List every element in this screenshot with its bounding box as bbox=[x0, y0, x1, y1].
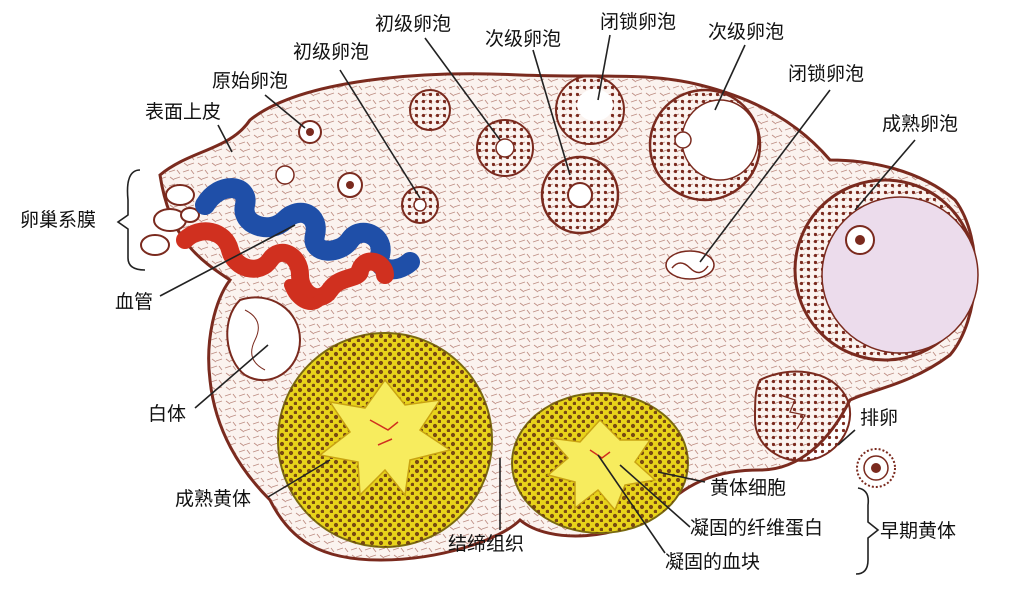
label-primordial-follicle: 原始卵泡 bbox=[212, 70, 288, 92]
label-mesovarium: 卵巢系膜 bbox=[20, 209, 96, 231]
labels: 初级卵泡 次级卵泡 闭锁卵泡 次级卵泡 初级卵泡 原始卵泡 闭锁卵泡 表面上皮 … bbox=[20, 11, 958, 573]
leader-primordial-follicle bbox=[264, 94, 306, 129]
leader-primary-follicle-2 bbox=[339, 69, 421, 199]
leader-surface-epithelium bbox=[217, 124, 233, 153]
label-secondary-follicle-2: 次级卵泡 bbox=[708, 21, 784, 43]
label-connective-tissue: 结缔组织 bbox=[448, 533, 524, 555]
leader-atretic-follicle-2 bbox=[699, 89, 831, 263]
leader-primary-follicle-1 bbox=[424, 37, 501, 141]
secondary-follicle-right bbox=[648, 88, 762, 202]
label-primary-follicle-1: 初级卵泡 bbox=[375, 13, 451, 35]
leader-corpus-albicans bbox=[194, 344, 269, 409]
label-atretic-follicle-1: 闭锁卵泡 bbox=[600, 11, 676, 33]
leader-coagulated-fibrin bbox=[619, 464, 691, 528]
corpus-albicans bbox=[226, 296, 302, 381]
blood-vessels bbox=[176, 178, 420, 310]
mature-follicle bbox=[793, 178, 979, 362]
leader-mesovarium-brace bbox=[116, 169, 146, 271]
ruptured-follicle bbox=[753, 370, 851, 462]
label-corpus-albicans: 白体 bbox=[148, 403, 186, 425]
primary-follicle-left bbox=[401, 186, 439, 224]
leader-secondary-follicle-2 bbox=[714, 44, 746, 111]
leader-atretic-follicle-1 bbox=[597, 34, 611, 101]
label-early-corpus-luteum: 早期黄体 bbox=[880, 520, 956, 542]
mesovarium-structure bbox=[140, 184, 200, 256]
artery bbox=[176, 222, 394, 307]
leader-ovulation bbox=[837, 429, 856, 446]
label-secondary-follicle-1: 次级卵泡 bbox=[485, 28, 561, 50]
leader-blood-clot bbox=[597, 454, 666, 554]
leader-mature-follicle bbox=[854, 139, 916, 211]
leader-lines bbox=[116, 34, 916, 575]
primary-follicle-top bbox=[476, 119, 534, 177]
label-coagulated-fibrin: 凝固的纤维蛋白 bbox=[690, 517, 823, 539]
label-ovulation: 排卵 bbox=[860, 407, 898, 429]
label-blood-vessels: 血管 bbox=[115, 291, 153, 313]
primordial-follicle bbox=[298, 120, 322, 144]
leader-mature-corpus-luteum bbox=[267, 459, 331, 498]
atretic-follicle-top bbox=[555, 75, 625, 145]
leader-lutein-cells bbox=[657, 471, 706, 483]
mature-corpus-luteum bbox=[277, 332, 493, 548]
early-corpus-luteum-body bbox=[511, 392, 689, 534]
leader-blood-vessels bbox=[159, 224, 296, 297]
label-lutein-cells: 黄体细胞 bbox=[710, 477, 786, 499]
label-surface-epithelium: 表面上皮 bbox=[145, 101, 221, 123]
label-primary-follicle-2: 初级卵泡 bbox=[293, 41, 369, 63]
label-mature-follicle: 成熟卵泡 bbox=[882, 113, 958, 135]
label-atretic-follicle-2: 闭锁卵泡 bbox=[788, 63, 864, 85]
atretic-follicle-lower bbox=[665, 250, 715, 280]
label-mature-corpus-luteum: 成熟黄体 bbox=[175, 488, 251, 510]
secondary-follicle-center bbox=[540, 155, 620, 235]
ovulated-oocyte bbox=[856, 448, 896, 488]
label-blood-clot: 凝固的血块 bbox=[665, 551, 760, 573]
leader-secondary-follicle-1 bbox=[532, 49, 571, 176]
leader-early-corpus-luteum-brace bbox=[855, 487, 880, 575]
small-follicle-cluster bbox=[275, 89, 451, 198]
